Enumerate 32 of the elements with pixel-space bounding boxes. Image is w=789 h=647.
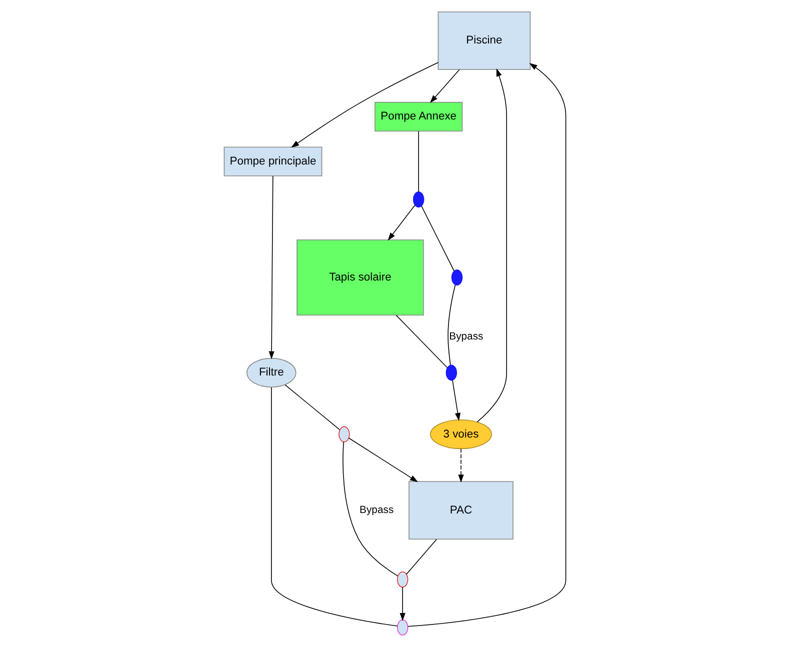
node-circle [396, 572, 408, 588]
arrow [476, 68, 506, 422]
arrow [399, 586, 405, 622]
arrow [348, 438, 418, 482]
edge-label: Bypass [448, 331, 483, 342]
arrow [290, 62, 438, 148]
arrow [268, 176, 274, 360]
arrow [429, 69, 460, 104]
edge-label: Bypass [359, 505, 394, 516]
node-circle [445, 364, 456, 381]
arrow [452, 380, 460, 421]
node-circle [450, 270, 462, 286]
node-box: PAC [408, 481, 513, 540]
node-box: Pompe principale [223, 146, 322, 176]
node-box: Piscine [437, 12, 530, 70]
node-circle [396, 620, 408, 636]
connector [406, 538, 436, 575]
node-box: Tapis solaire [296, 240, 424, 316]
connector [420, 206, 454, 272]
connector [284, 384, 340, 430]
node-circle [412, 192, 424, 208]
arrow [387, 204, 415, 241]
connector [447, 284, 456, 366]
arrow [458, 448, 464, 483]
node-ellipse: Filtre [246, 358, 296, 388]
connector [395, 314, 448, 368]
connector [342, 442, 398, 576]
node-ellipse: 3 voies [430, 420, 492, 450]
connector [270, 386, 398, 626]
node-box: Pompe Annexe [374, 102, 462, 132]
node-circle [338, 426, 350, 442]
arrow [407, 62, 566, 627]
